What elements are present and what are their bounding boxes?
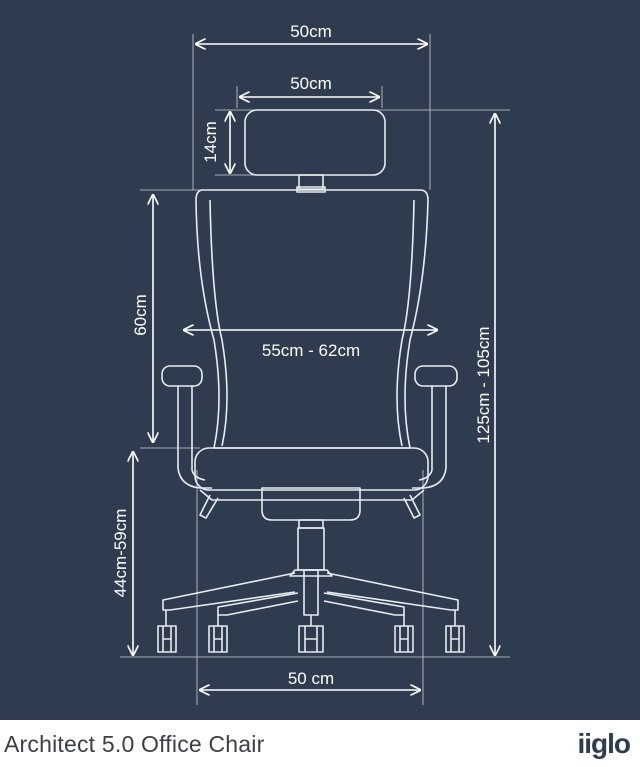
extension-lines [120, 34, 510, 705]
casters [157, 610, 465, 653]
diagram-panel: 50cm 50cm 14cm 60cm 55cm - 62cm 44cm-59c… [0, 0, 640, 720]
total-height-label: 125cm - 105cm [474, 326, 493, 443]
overall-width-label: 50cm [290, 22, 332, 41]
base-width-label: 50 cm [288, 669, 334, 688]
brand-logo: iiglo [577, 728, 631, 759]
backrest-height-label: 60cm [131, 294, 150, 336]
seat-height-label: 44cm-59cm [111, 509, 130, 598]
backrest-width-label: 55cm - 62cm [262, 341, 360, 360]
chair-dimension-diagram: 50cm 50cm 14cm 60cm 55cm - 62cm 44cm-59c… [111, 22, 510, 705]
product-title: Architect 5.0 Office Chair [4, 731, 265, 757]
chair-outline [157, 109, 465, 653]
headrest-width-label: 50cm [290, 74, 332, 93]
headrest-height-label: 14cm [201, 121, 220, 163]
